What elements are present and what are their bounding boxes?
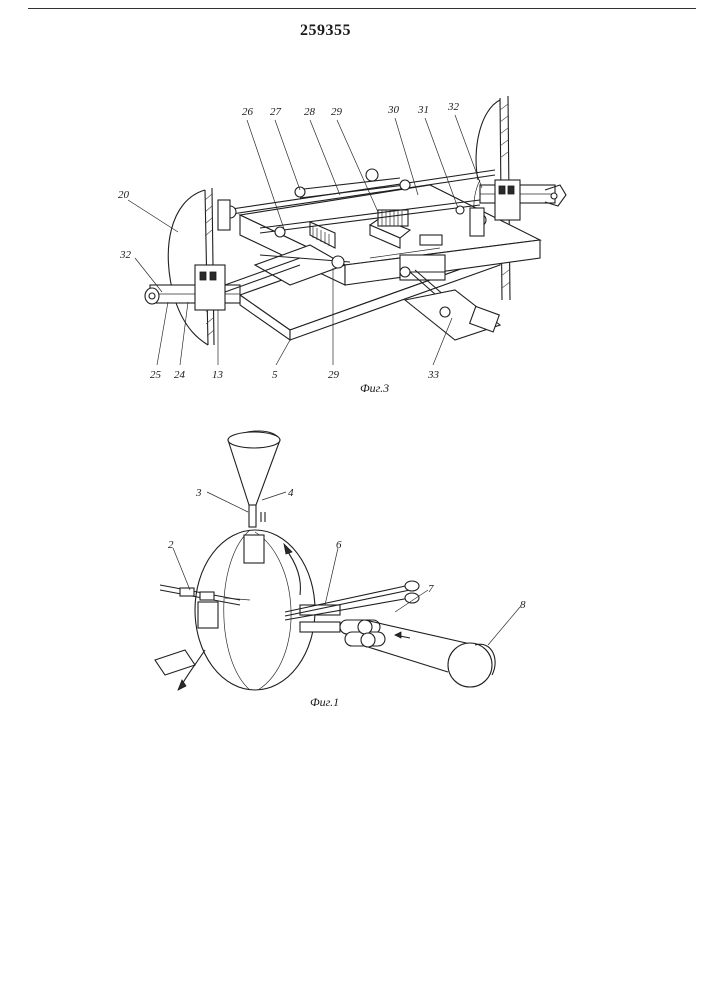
label-25: 25 bbox=[150, 369, 162, 381]
label-8: 8 bbox=[520, 599, 526, 611]
figure-3-drawing: 26 27 28 29 30 31 32 20 32 25 24 13 5 29… bbox=[118, 96, 566, 395]
hopper bbox=[228, 431, 280, 527]
label-24: 24 bbox=[174, 369, 186, 381]
label-29-top: 29 bbox=[331, 106, 343, 118]
right-bushing bbox=[480, 180, 566, 220]
label-5: 5 bbox=[272, 369, 278, 381]
label-32-right: 32 bbox=[447, 101, 460, 113]
label-7: 7 bbox=[428, 583, 434, 595]
label-13: 13 bbox=[212, 369, 224, 381]
label-6: 6 bbox=[336, 539, 342, 551]
figure-1-caption: Фиг.1 bbox=[310, 695, 339, 709]
label-28: 28 bbox=[304, 106, 316, 118]
label-30: 30 bbox=[387, 104, 400, 116]
station-2 bbox=[155, 585, 250, 675]
figure-1-drawing: 3 4 2 6 7 8 Фиг.1 bbox=[155, 431, 526, 709]
label-27: 27 bbox=[270, 106, 282, 118]
label-4: 4 bbox=[288, 487, 294, 499]
label-20: 20 bbox=[118, 189, 130, 201]
drive-unit bbox=[405, 290, 500, 340]
label-33: 33 bbox=[427, 369, 440, 381]
label-31: 31 bbox=[417, 104, 429, 116]
label-3: 3 bbox=[195, 487, 202, 499]
figure-3-caption: Фиг.3 bbox=[360, 381, 389, 395]
label-29-bottom: 29 bbox=[328, 369, 340, 381]
label-2: 2 bbox=[168, 539, 174, 551]
label-26: 26 bbox=[242, 106, 254, 118]
conveyor-belt bbox=[365, 620, 495, 687]
label-32-left: 32 bbox=[119, 249, 132, 261]
